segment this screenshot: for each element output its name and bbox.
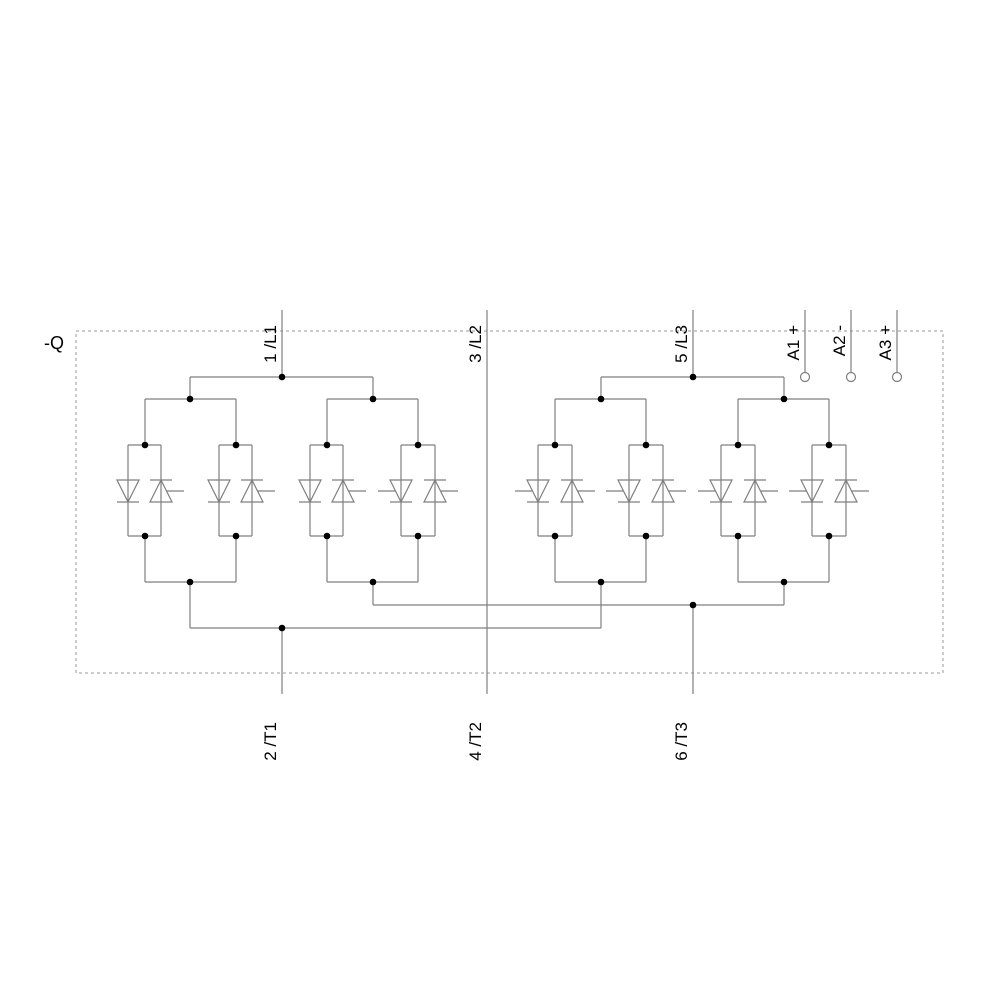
junction-dot — [642, 441, 650, 449]
thyristor-icon — [743, 478, 778, 503]
junction-dot — [141, 441, 149, 449]
device-designation: -Q — [44, 333, 64, 353]
semiconductor-cells — [116, 478, 869, 504]
control-label: A3 + — [876, 325, 895, 361]
junction-dot — [414, 441, 422, 449]
output-label: 2 /T1 — [261, 722, 280, 761]
thyristor-icon — [834, 478, 869, 503]
control-terminal — [891, 371, 903, 383]
junction-dot — [734, 441, 742, 449]
diode-icon — [789, 479, 824, 504]
thyristor-icon — [331, 478, 366, 503]
junction-dot — [414, 532, 422, 540]
diode-icon — [515, 479, 550, 504]
junction-dot — [186, 395, 194, 403]
control-terminal — [845, 371, 857, 383]
thyristor-icon — [423, 478, 458, 503]
junction-dot — [232, 441, 240, 449]
diode-icon — [207, 479, 231, 504]
junction-dots — [141, 373, 833, 632]
wiring — [127, 310, 903, 694]
diode-icon — [378, 479, 413, 504]
enclosure-border — [75, 330, 944, 674]
junction-dot — [780, 395, 788, 403]
control-terminal — [799, 371, 811, 383]
thyristor-icon — [651, 478, 686, 503]
junction-dot — [278, 373, 286, 381]
junction-dot — [597, 395, 605, 403]
junction-dot — [551, 441, 559, 449]
thyristor-icon — [560, 478, 595, 503]
thyristor-icon — [240, 478, 275, 503]
input-label: 1 /L1 — [261, 325, 280, 363]
junction-dot — [323, 532, 331, 540]
junction-dot — [689, 373, 697, 381]
control-label: A2 - — [830, 325, 849, 356]
output-label: 4 /T2 — [466, 722, 485, 761]
junction-dot — [232, 532, 240, 540]
junction-dot — [642, 532, 650, 540]
junction-dot — [369, 578, 377, 586]
junction-dot — [825, 532, 833, 540]
output-label: 6 /T3 — [672, 722, 691, 761]
diode-icon — [698, 479, 733, 504]
diode-icon — [116, 479, 140, 504]
junction-dot — [141, 532, 149, 540]
diode-icon — [298, 479, 322, 504]
input-label: 5 /L3 — [672, 325, 691, 363]
junction-dot — [689, 601, 697, 609]
junction-dot — [597, 578, 605, 586]
junction-dot — [825, 441, 833, 449]
junction-dot — [369, 395, 377, 403]
thyristor-icon — [149, 478, 184, 503]
junction-dot — [186, 578, 194, 586]
diode-icon — [606, 479, 641, 504]
junction-dot — [734, 532, 742, 540]
junction-dot — [780, 578, 788, 586]
control-label: A1 + — [784, 325, 803, 361]
terminal-labels: 1 /L1 3 /L2 5 /L3 2 /T1 4 /T2 6 /T3 A1 + A2 - A3… — [261, 325, 895, 761]
input-label: 3 /L2 — [466, 325, 485, 363]
junction-dot — [323, 441, 331, 449]
junction-dot — [278, 624, 286, 632]
junction-dot — [551, 532, 559, 540]
